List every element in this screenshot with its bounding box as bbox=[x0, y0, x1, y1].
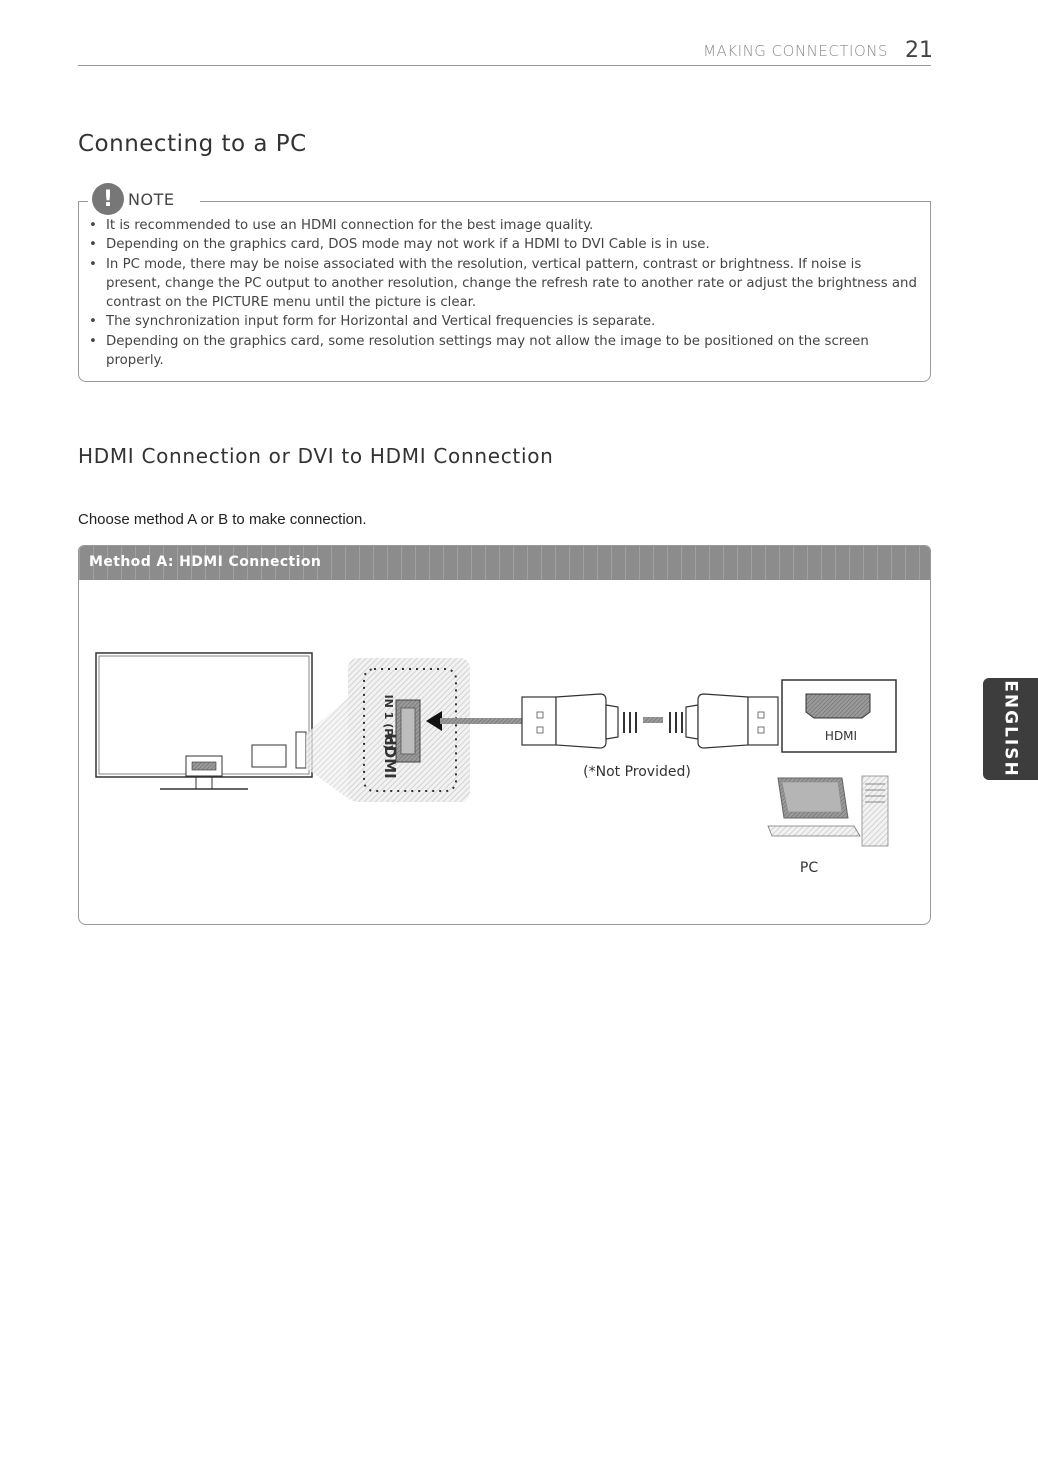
method-a-panel: Method A: HDMI Connection bbox=[78, 545, 931, 925]
exclamation-icon: ! bbox=[92, 183, 124, 215]
note-item: In PC mode, there may be noise associate… bbox=[88, 255, 918, 313]
note-item: It is recommended to use an HDMI connect… bbox=[88, 216, 918, 236]
note-top-rule bbox=[78, 201, 88, 202]
page-number: 21 bbox=[905, 38, 933, 63]
language-side-tab: ENGLISH bbox=[983, 678, 1038, 780]
instruction-text: Choose method A or B to make connection. bbox=[78, 511, 367, 528]
note-box bbox=[78, 201, 931, 382]
note-item: The synchronization input form for Horiz… bbox=[88, 312, 918, 332]
language-side-tab-label: ENGLISH bbox=[1000, 680, 1021, 778]
running-head: MAKING CONNECTIONS bbox=[703, 42, 888, 60]
note-top-rule-right bbox=[200, 201, 931, 202]
header-rule bbox=[78, 65, 931, 66]
method-a-header: Method A: HDMI Connection bbox=[79, 546, 930, 580]
note-label: NOTE bbox=[128, 189, 175, 209]
subsection-title: HDMI Connection or DVI to HDMI Connectio… bbox=[78, 444, 554, 468]
note-list: It is recommended to use an HDMI connect… bbox=[88, 216, 918, 370]
note-item: Depending on the graphics card, DOS mode… bbox=[88, 235, 918, 255]
note-header: ! NOTE bbox=[88, 179, 179, 219]
note-item: Depending on the graphics card, some res… bbox=[88, 332, 918, 371]
section-title: Connecting to a PC bbox=[78, 131, 307, 157]
method-a-header-label: Method A: HDMI Connection bbox=[89, 554, 322, 570]
